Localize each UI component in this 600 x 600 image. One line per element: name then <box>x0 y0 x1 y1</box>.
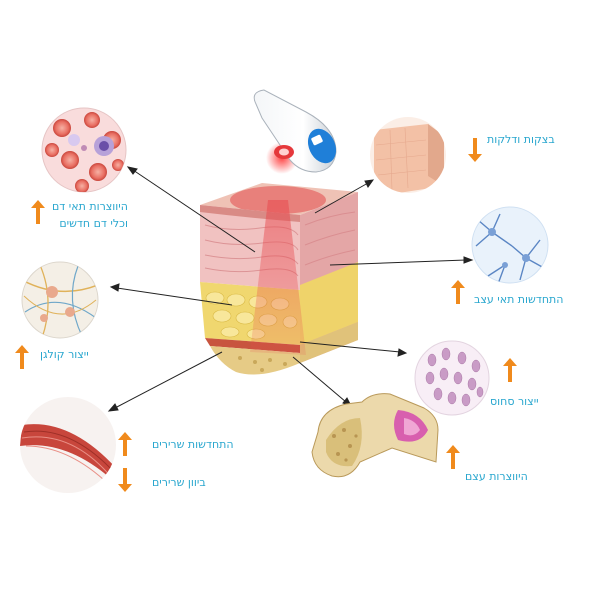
muscle-circle <box>20 397 116 493</box>
pointer-cartilage <box>299 341 401 353</box>
label-bone: היווצרות עצם <box>465 468 528 485</box>
laser-beam-cone <box>250 200 306 355</box>
pointer-nerve <box>329 259 467 266</box>
label-nerve-renewal: התחדשות תאי עצב <box>474 291 563 308</box>
label-blood-cells-line1: היווצרות תאי דם <box>52 200 128 213</box>
label-bone-text: היווצרות עצם <box>465 470 528 483</box>
label-muscle-renewal: התחדשות שרירים <box>152 436 234 453</box>
pointer-blood <box>132 169 256 253</box>
label-cartilage-text: ייצור סחוס <box>490 395 539 408</box>
label-cartilage: ייצור סחוס <box>490 393 539 410</box>
laser-device-icon <box>253 89 337 174</box>
skin-cross-section <box>200 183 358 375</box>
cube-side-bone <box>300 322 358 363</box>
label-nerve-renewal-text: התחדשות תאי עצב <box>474 293 564 306</box>
label-collagen: ייצור קולגן <box>40 346 89 363</box>
nerve-cells-circle <box>471 206 549 284</box>
label-inflammation-text: בצקות ודלקות <box>487 133 555 146</box>
pointer-collagen <box>116 287 233 306</box>
label-muscle-renewal-text: התחדשות שרירים <box>152 438 234 451</box>
label-inflammation: בצקות ודלקות <box>487 131 555 148</box>
label-blood-cells-line2: וכלי דם חדשים <box>59 217 128 230</box>
cartilage-circle <box>414 340 490 416</box>
collagen-circle <box>21 261 99 339</box>
pointer-muscle <box>114 351 223 409</box>
cube-side-fat <box>300 262 358 345</box>
arrow-up-icon <box>15 345 29 369</box>
arrow-down-icon <box>118 468 132 492</box>
blood-cells-circle <box>41 107 127 193</box>
label-muscle-toning-text: ביוון שרירים <box>152 476 206 489</box>
label-blood-cells: היווצרות תאי דם וכלי דם חדשים <box>52 198 128 232</box>
arrow-up-icon <box>446 445 460 469</box>
arrow-up-icon <box>451 280 465 304</box>
arrow-up-icon <box>31 200 45 224</box>
arrow-down-icon <box>468 138 482 162</box>
pointer-bone <box>292 356 347 403</box>
bone-illustration <box>311 393 439 478</box>
label-muscle-toning: ביוון שרירים <box>152 474 206 491</box>
label-collagen-text: ייצור קולגן <box>40 348 89 361</box>
arrow-up-icon <box>503 358 517 382</box>
pointer-inflammation <box>314 182 369 214</box>
arrow-up-icon <box>118 432 132 456</box>
tissue-circle <box>370 117 446 193</box>
